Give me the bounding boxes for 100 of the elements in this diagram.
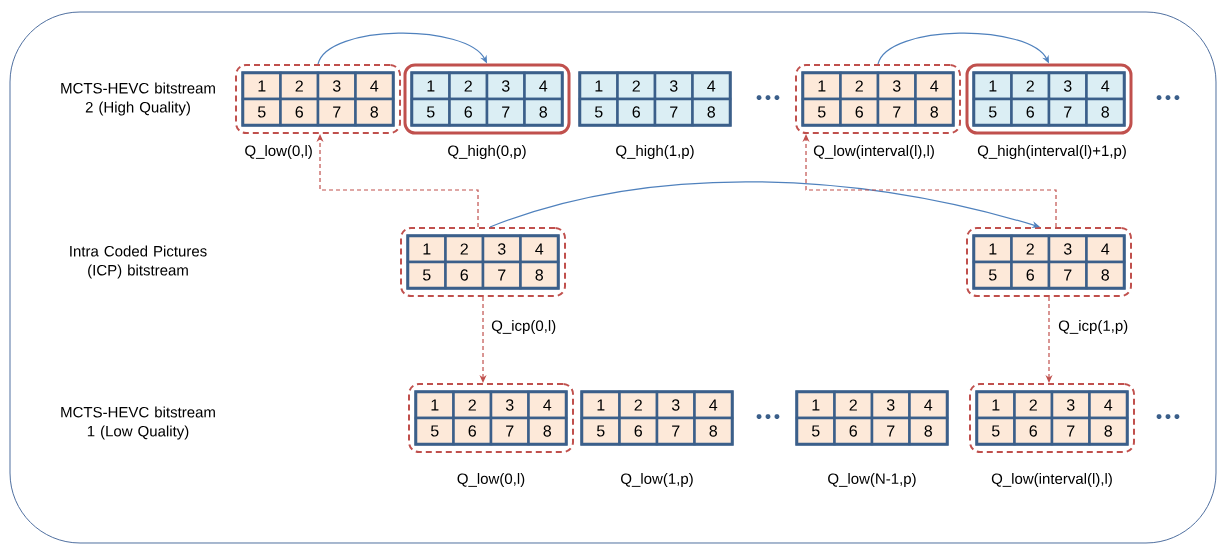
tile: 2 [1010, 234, 1051, 264]
tile: 5 [972, 97, 1013, 127]
row-label: Intra Coded Pictures (ICP) bitstream [70, 245, 207, 279]
tile: 5 [972, 260, 1013, 290]
tile: 4 [1085, 71, 1126, 101]
tile: 7 [876, 97, 917, 127]
tile: 8 [691, 97, 732, 127]
tile: 2 [616, 71, 657, 101]
tile: 1 [578, 71, 619, 101]
tile: 7 [1050, 416, 1091, 446]
tile: 6 [618, 416, 659, 446]
arrow [316, 134, 479, 228]
tile: 8 [908, 416, 949, 446]
tile: 8 [523, 97, 564, 127]
frame-caption: Q_low(interval(l),l) [991, 473, 1112, 487]
tile: 8 [693, 416, 734, 446]
dashed-outline [969, 383, 1135, 453]
tile: 6 [444, 260, 485, 290]
highlight-outline [965, 63, 1133, 135]
frame-caption: Q_icp(0,l) [491, 320, 556, 334]
arrow [802, 134, 1057, 228]
ellipsis-dots: ••• [1156, 414, 1180, 420]
tile: 2 [1010, 71, 1051, 101]
tile: 4 [354, 71, 395, 101]
tile: 6 [1010, 97, 1051, 127]
tile: 4 [1085, 234, 1126, 264]
tile: 1 [972, 234, 1013, 264]
tile: 8 [1088, 416, 1129, 446]
tile: 4 [691, 71, 732, 101]
tile: 5 [414, 416, 455, 446]
tile: 3 [653, 71, 694, 101]
tile: 6 [1010, 260, 1051, 290]
tile: 4 [693, 390, 734, 420]
tile: 1 [410, 71, 451, 101]
frame-caption: Q_low(0,l) [457, 473, 525, 487]
dashed-outline [235, 64, 401, 134]
tile: 7 [1047, 97, 1088, 127]
tile: 6 [279, 97, 320, 127]
frame-caption: Q_high(0,p) [448, 145, 526, 159]
tile: 6 [839, 97, 880, 127]
tile: 4 [914, 71, 955, 101]
tile: 8 [519, 260, 560, 290]
tile: 2 [833, 390, 874, 420]
arrow [877, 32, 1049, 65]
tile: 3 [485, 71, 526, 101]
tile: 7 [653, 97, 694, 127]
tile: 2 [839, 71, 880, 101]
ellipsis-dots: ••• [756, 414, 780, 420]
tile: 1 [241, 71, 282, 101]
tile: 5 [580, 416, 621, 446]
frame-caption: Q_low(1,p) [621, 473, 693, 487]
tile: 7 [1047, 260, 1088, 290]
tile: 5 [801, 97, 842, 127]
tile: 6 [1013, 416, 1054, 446]
tile: 8 [1085, 260, 1126, 290]
tile: 8 [1085, 97, 1126, 127]
tile: 7 [481, 260, 522, 290]
tile: 6 [452, 416, 493, 446]
tile: 4 [523, 71, 564, 101]
tile: 4 [527, 390, 568, 420]
tile: 5 [241, 97, 282, 127]
tile: 2 [448, 71, 489, 101]
tile: 5 [578, 97, 619, 127]
dashed-outline [966, 227, 1132, 297]
frame-caption: Q_high(interval(l)+1,p) [977, 145, 1126, 159]
frame-caption: Q_low(0,l) [245, 145, 312, 159]
tile: 6 [616, 97, 657, 127]
dashed-outline [795, 64, 961, 134]
tile: 8 [914, 97, 955, 127]
tile: 5 [410, 97, 451, 127]
row-label: MCTS-HEVC bitstream 1 (Low Quality) [61, 406, 215, 440]
tile: 5 [975, 416, 1016, 446]
tile: 7 [485, 97, 526, 127]
tile: 2 [279, 71, 320, 101]
tile: 4 [1088, 390, 1129, 420]
arrow [317, 32, 487, 65]
tile: 4 [519, 234, 560, 264]
tile: 2 [1013, 390, 1054, 420]
ellipsis-dots: ••• [1156, 95, 1180, 101]
dashed-outline [400, 227, 566, 297]
tile: 2 [452, 390, 493, 420]
tile: 1 [801, 71, 842, 101]
frame-caption: Q_icp(1,p) [1058, 320, 1128, 334]
highlight-outline [403, 63, 571, 135]
tile: 7 [655, 416, 696, 446]
frame-caption: Q_low(N-1,p) [828, 473, 916, 487]
tile: 3 [1047, 71, 1088, 101]
tile: 6 [448, 97, 489, 127]
row-label: MCTS-HEVC bitstream 2 (High Quality) [61, 82, 215, 116]
tile: 8 [527, 416, 568, 446]
tile: 3 [1047, 234, 1088, 264]
tile: 3 [481, 234, 522, 264]
dashed-outline [408, 383, 574, 453]
tile: 2 [618, 390, 659, 420]
tile: 7 [316, 97, 357, 127]
frame-caption: Q_high(1,p) [616, 145, 694, 159]
ellipsis-dots: ••• [756, 95, 780, 101]
tile: 6 [833, 416, 874, 446]
frame-caption: Q_low(interval(l),l) [813, 145, 934, 159]
tile: 5 [406, 260, 447, 290]
